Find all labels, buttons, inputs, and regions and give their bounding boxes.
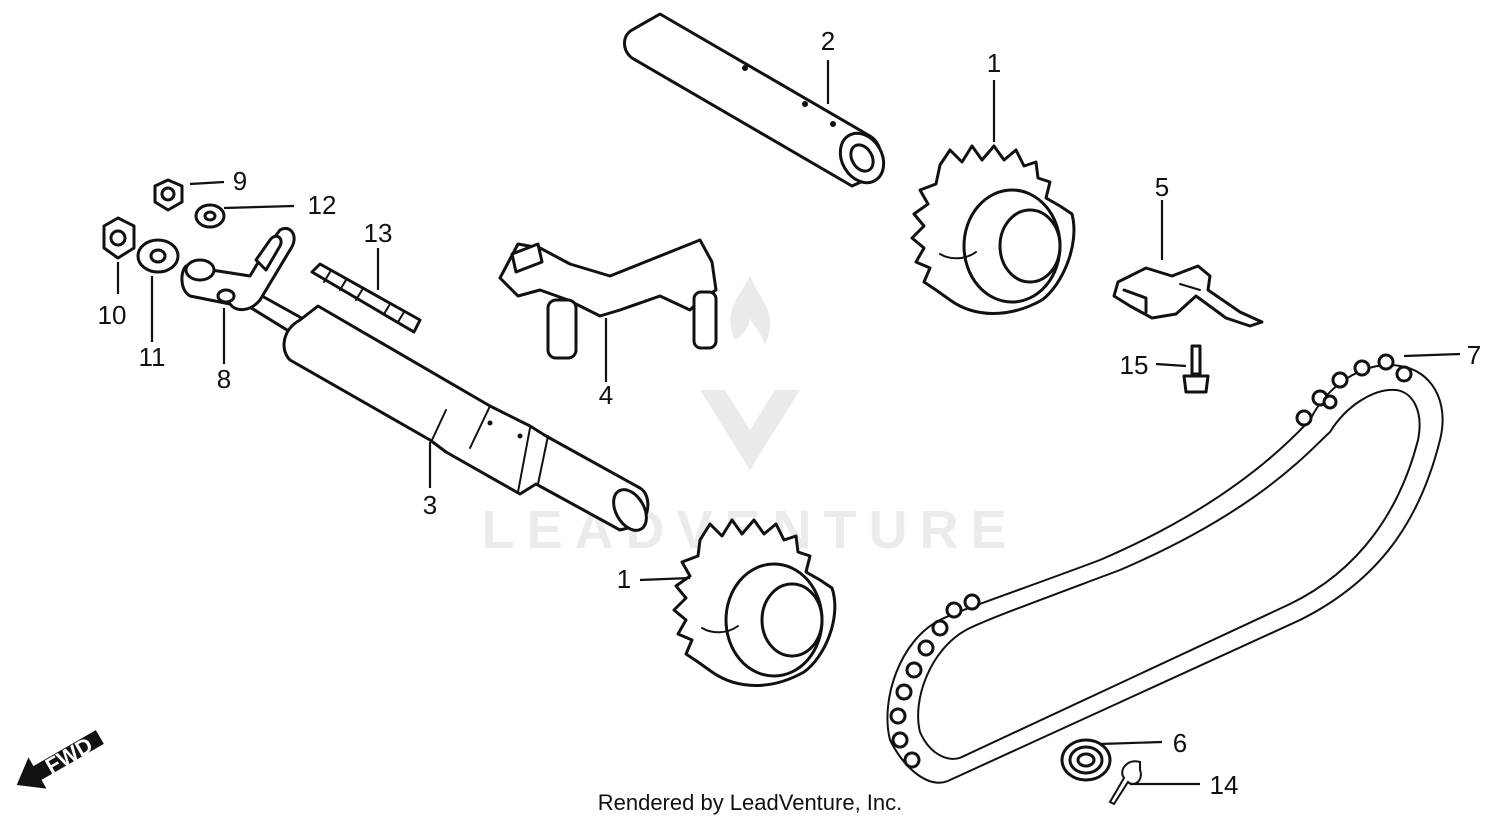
callout-14: 14 [1210, 770, 1239, 800]
part-8-arm [180, 227, 296, 311]
part-1-lower-sprocket [672, 518, 837, 687]
callout-11: 11 [139, 342, 166, 372]
part-14-clip [1108, 760, 1142, 806]
callout-10: 10 [98, 300, 127, 330]
part-10-nut [102, 216, 136, 260]
callout-13: 13 [364, 218, 393, 248]
part-5-tensioner [1112, 264, 1264, 328]
part-9-nut [153, 178, 184, 212]
callout-4: 4 [599, 380, 613, 410]
callout-3: 3 [423, 490, 437, 520]
callout-1-lower: 1 [617, 564, 631, 594]
fwd-arrow: FWD [16, 730, 104, 789]
callout-15: 15 [1120, 350, 1149, 380]
watermark [700, 275, 800, 470]
part-6-spring [1060, 738, 1112, 782]
part-7-chain [886, 353, 1444, 784]
footer-credit: Rendered by LeadVenture, Inc. [597, 790, 903, 815]
part-1-upper-sprocket [910, 144, 1076, 315]
callout-1-upper: 1 [987, 48, 1001, 78]
callout-5: 5 [1155, 172, 1169, 202]
chain-links [889, 353, 1413, 769]
leader-lines [116, 60, 1461, 786]
part-3-shaft [246, 294, 650, 532]
callout-8: 8 [217, 364, 231, 394]
callout-2: 2 [821, 26, 835, 56]
callout-7: 7 [1467, 340, 1481, 370]
part-15-bolt [1182, 344, 1210, 394]
callout-12: 12 [308, 190, 337, 220]
part-2-shaft [623, 12, 886, 188]
part-13-stud [310, 262, 422, 334]
part-4-rocker [498, 238, 718, 360]
part-11-washer [136, 238, 180, 274]
callouts: 1 2 1 3 4 5 6 7 8 9 10 11 12 13 14 15 [98, 26, 1482, 800]
part-12-washer [194, 203, 226, 229]
callout-9: 9 [233, 166, 247, 196]
callout-6: 6 [1173, 728, 1187, 758]
